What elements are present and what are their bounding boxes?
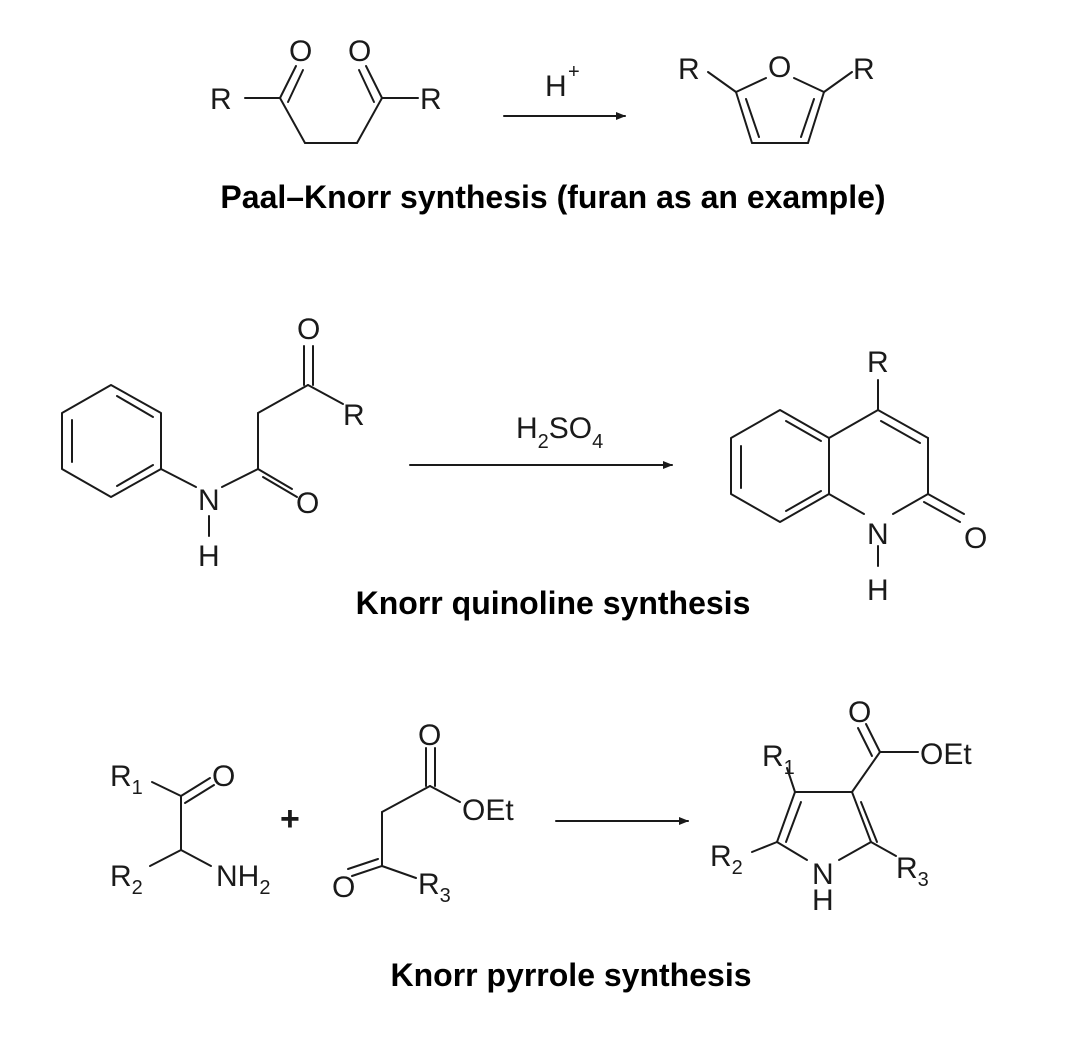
oxygen-label: O	[964, 522, 987, 555]
r-label: R	[867, 346, 889, 379]
knorr-pyrrole-reaction: R1 O R2 NH2 + O OEt O R3	[110, 696, 972, 993]
r-label: R	[210, 83, 232, 116]
nitrogen-label: N	[198, 484, 220, 517]
amine-label: NH2	[216, 860, 270, 899]
oxygen-label: O	[296, 487, 319, 520]
oxygen-label: O	[348, 35, 371, 68]
ketoester-reactant: O OEt O R3	[332, 719, 514, 907]
nitrogen-label: N	[867, 518, 889, 551]
oxygen-label: O	[297, 313, 320, 346]
oxygen-label: O	[289, 35, 312, 68]
r-label: R	[678, 53, 700, 86]
paal-knorr-reaction: R R O O H + O R R Paal–Knorr synthesis (	[210, 35, 886, 215]
ethoxy-label: OEt	[920, 738, 972, 771]
caption-paal-knorr: Paal–Knorr synthesis (furan as an exampl…	[220, 179, 885, 215]
reagent-charge: +	[568, 61, 580, 83]
r-label: R	[420, 83, 442, 116]
quinolinone-product: N H O R	[730, 346, 987, 607]
hydrogen-label: H	[198, 540, 220, 573]
reagent-label: H2SO4	[516, 412, 603, 453]
aminoketone-reactant: R1 O R2 NH2	[110, 760, 270, 899]
r2-label: R2	[110, 860, 143, 899]
furan-product: O R R	[678, 51, 875, 144]
plus-sign: +	[280, 800, 300, 838]
r-label: R	[343, 399, 365, 432]
r1-label: R1	[110, 760, 143, 799]
reaction-arrow-2: H2SO4	[409, 412, 673, 469]
caption-knorr-pyrrole: Knorr pyrrole synthesis	[391, 957, 752, 993]
ethoxy-label: OEt	[462, 794, 514, 827]
pyrrole-product: O OEt R1 R2 R3 N H	[710, 696, 972, 917]
hydrogen-label: H	[867, 574, 889, 607]
ketoanilide-reactant: N H O O R	[61, 313, 365, 573]
r3-label: R3	[896, 852, 929, 891]
hydrogen-label: H	[812, 884, 834, 917]
caption-knorr-quinoline: Knorr quinoline synthesis	[356, 585, 751, 621]
diketone-reactant: R R O O	[210, 35, 442, 144]
r1-label: R1	[762, 740, 795, 779]
r3-label: R3	[418, 868, 451, 907]
oxygen-label: O	[848, 696, 871, 729]
oxygen-label: O	[768, 51, 791, 84]
oxygen-label: O	[212, 760, 235, 793]
oxygen-label: O	[332, 871, 355, 904]
reagent-label: H	[545, 70, 567, 103]
reaction-arrow-1: H +	[503, 61, 626, 120]
oxygen-label: O	[418, 719, 441, 752]
r2-label: R2	[710, 840, 743, 879]
r-label: R	[853, 53, 875, 86]
nitrogen-label: N	[812, 858, 834, 891]
knorr-quinoline-reaction: N H O O R H2SO4	[61, 313, 987, 621]
